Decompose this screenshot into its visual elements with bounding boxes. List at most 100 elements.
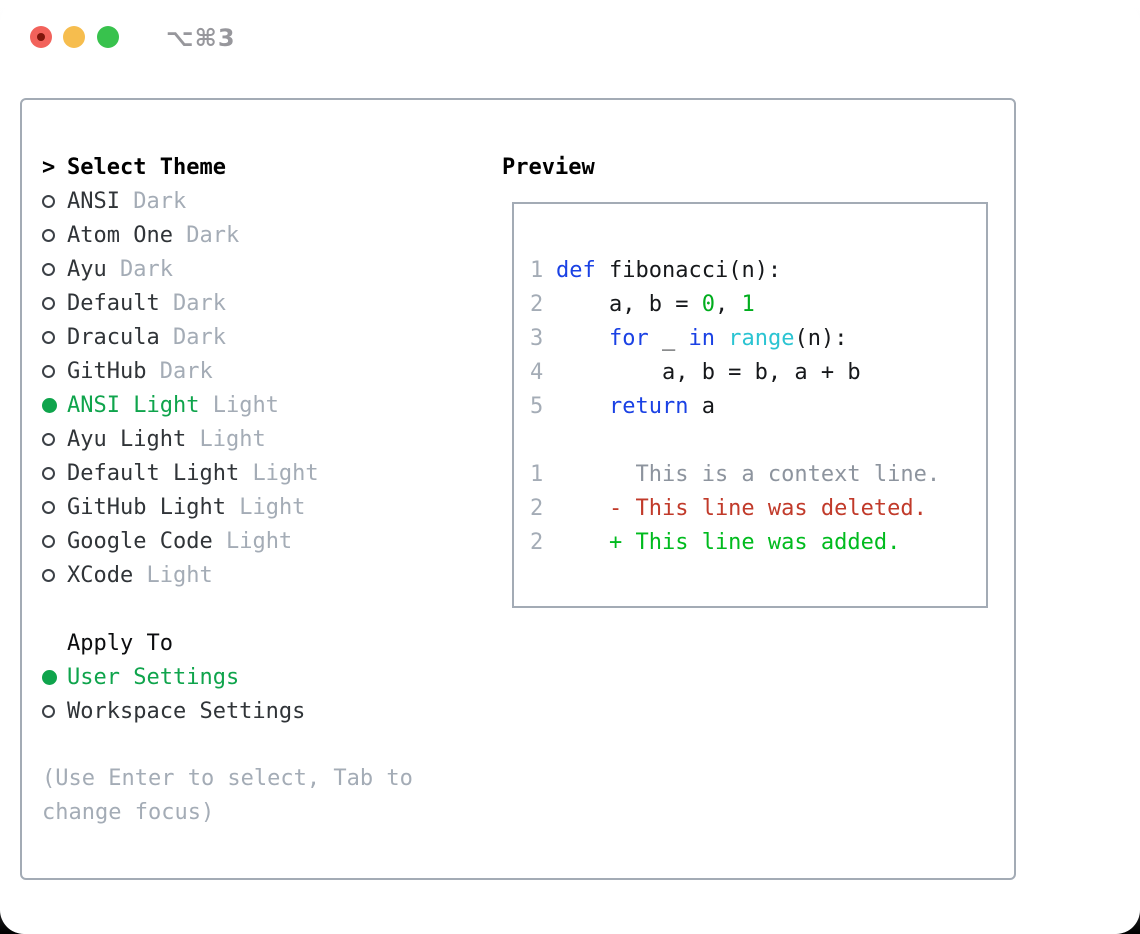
- close-dot-icon: [37, 33, 45, 41]
- theme-name: ANSI: [67, 188, 120, 214]
- theme-option-ansi-light[interactable]: ANSI Light Light: [42, 388, 482, 422]
- line-number: 2: [530, 529, 544, 555]
- code-token: [556, 326, 609, 351]
- theme-tag: Light: [146, 562, 213, 588]
- minimize-button[interactable]: [63, 26, 85, 48]
- theme-name: Ayu: [67, 256, 107, 282]
- radio-icon: [42, 397, 57, 413]
- code-token: range: [728, 325, 795, 351]
- theme-option-atom-one-dark[interactable]: Atom One Dark: [42, 218, 482, 252]
- diff-added-text: + This line was added.: [556, 529, 901, 555]
- code-token: _: [648, 325, 689, 351]
- radio-icon: [42, 330, 55, 344]
- theme-name: Google Code: [67, 528, 213, 554]
- zoom-button[interactable]: [97, 26, 119, 48]
- focus-caret-icon: >: [42, 154, 56, 180]
- theme-tag: Dark: [186, 222, 240, 248]
- apply-to-header: Apply To: [42, 626, 482, 660]
- radio-icon: [42, 296, 55, 310]
- radio-icon: [42, 568, 55, 582]
- code-token: a, b =: [556, 291, 702, 317]
- preview-title: Preview: [502, 154, 595, 180]
- radio-icon: [42, 364, 55, 378]
- code-line-blank: [530, 423, 986, 457]
- theme-option-ayu-light[interactable]: Ayu Light Light: [42, 422, 482, 456]
- select-theme-header: > Select Theme: [42, 150, 482, 184]
- titlebar: ⌥⌘3: [0, 0, 1140, 74]
- apply-option-workspace-settings[interactable]: Workspace Settings: [42, 694, 482, 728]
- theme-option-dracula-dark[interactable]: Dracula Dark: [42, 320, 482, 354]
- theme-option-default-light[interactable]: Default Light Light: [42, 456, 482, 490]
- line-number: 2: [530, 495, 544, 521]
- code-line: 3 for _ in range(n):: [530, 321, 986, 355]
- apply-option-user-settings[interactable]: User Settings: [42, 660, 482, 694]
- radio-icon: [42, 669, 57, 685]
- hint-text: (Use Enter to select, Tab to change focu…: [42, 766, 413, 825]
- theme-tag: Dark: [133, 188, 187, 214]
- code-token: fibonacci(n):: [595, 257, 782, 283]
- theme-tag: Light: [225, 528, 293, 554]
- radio-icon: [42, 704, 55, 718]
- code-token: def: [556, 257, 596, 283]
- code-line: 4 a, b = b, a + b: [530, 355, 986, 389]
- code-token: a: [688, 393, 715, 419]
- theme-name: Atom One: [67, 222, 173, 248]
- theme-tag: Dark: [120, 256, 173, 282]
- theme-name: Default Light: [67, 460, 240, 486]
- theme-name: Dracula: [67, 324, 160, 350]
- code-token: 0: [701, 291, 715, 317]
- code-token: for: [608, 325, 649, 351]
- theme-option-github-dark[interactable]: GitHub Dark: [42, 354, 482, 388]
- theme-tag: Light: [252, 460, 319, 486]
- theme-name: GitHub: [67, 358, 147, 384]
- line-number: 2: [530, 291, 544, 317]
- theme-tag: Light: [239, 494, 306, 520]
- theme-tag: Dark: [159, 358, 213, 384]
- theme-tag: Light: [212, 392, 279, 418]
- radio-icon: [42, 262, 55, 276]
- code-token: a, b = b, a + b: [556, 359, 861, 385]
- theme-option-xcode[interactable]: XCode Light: [42, 558, 482, 592]
- theme-tag: Dark: [172, 324, 226, 350]
- close-button[interactable]: [30, 26, 52, 48]
- code-token: return: [608, 393, 689, 419]
- radio-icon: [42, 194, 55, 208]
- code-line: 5 return a: [530, 389, 986, 423]
- theme-tag: Light: [199, 426, 266, 452]
- diff-context-line: 1 This is a context line.: [530, 457, 986, 491]
- code-token: ,: [714, 291, 742, 317]
- theme-tag: Dark: [172, 290, 226, 316]
- window-title: ⌥⌘3: [166, 24, 236, 52]
- code-line: 1 def fibonacci(n):: [530, 253, 986, 287]
- apply-option-label: User Settings: [67, 664, 240, 690]
- radio-icon: [42, 534, 55, 548]
- line-number: 1: [530, 461, 544, 487]
- preview-pane: 1 def fibonacci(n): 2 a, b = 0, 1 3 for _…: [512, 202, 988, 608]
- line-number: 1: [530, 257, 544, 283]
- line-number: 3: [530, 325, 544, 351]
- line-number: 5: [530, 393, 544, 419]
- code-token: [556, 394, 609, 419]
- theme-name: ANSI Light: [67, 392, 200, 418]
- theme-option-google-code[interactable]: Google Code Light: [42, 524, 482, 558]
- code-token: (n):: [794, 325, 848, 351]
- radio-icon: [42, 500, 55, 514]
- radio-icon: [42, 432, 55, 446]
- theme-option-github-light[interactable]: GitHub Light Light: [42, 490, 482, 524]
- theme-option-default-dark[interactable]: Default Dark: [42, 286, 482, 320]
- theme-name: GitHub Light: [67, 494, 226, 520]
- diff-deleted-line: 2 - This line was deleted.: [530, 491, 986, 525]
- theme-name: Default: [67, 290, 160, 316]
- radio-icon: [42, 466, 55, 480]
- theme-name: Ayu Light: [67, 426, 187, 452]
- diff-context-text: This is a context line.: [556, 461, 941, 487]
- theme-option-ayu-dark[interactable]: Ayu Dark: [42, 252, 482, 286]
- code-line: 2 a, b = 0, 1: [530, 287, 986, 321]
- code-token: 1: [741, 291, 755, 317]
- theme-option-ansi-dark[interactable]: ANSI Dark: [42, 184, 482, 218]
- apply-to-title: Apply To: [67, 630, 173, 656]
- theme-name: XCode: [67, 562, 134, 588]
- radio-icon: [42, 228, 55, 242]
